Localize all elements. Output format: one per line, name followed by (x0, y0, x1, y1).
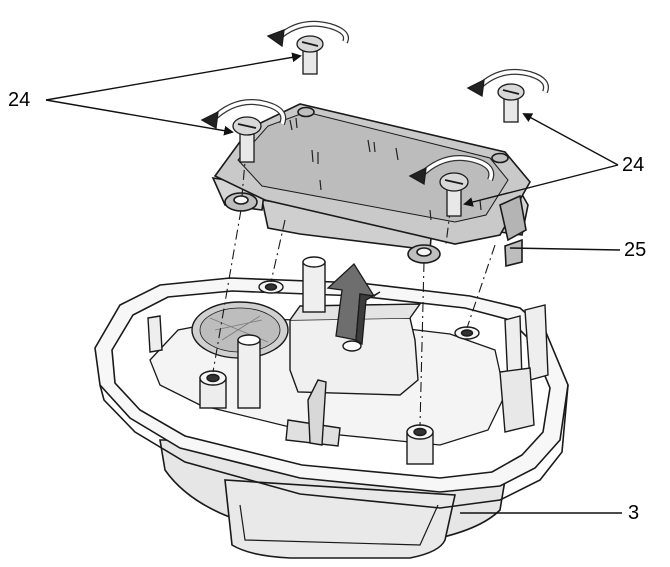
inner-module (147, 256, 549, 447)
callout-label-housing: 3 (628, 502, 640, 524)
screw-mid-right (408, 155, 495, 217)
screw-mid-left (200, 99, 287, 163)
lift-arrow-icon (326, 262, 381, 346)
leader-lines (45, 52, 622, 514)
callout-label-cover: 25 (624, 239, 647, 261)
callout-label-screws-right: 24 (622, 154, 645, 176)
screw-top-right (466, 68, 549, 123)
screw-top-left (266, 20, 349, 75)
callout-label-screws-left: 24 (8, 89, 31, 111)
